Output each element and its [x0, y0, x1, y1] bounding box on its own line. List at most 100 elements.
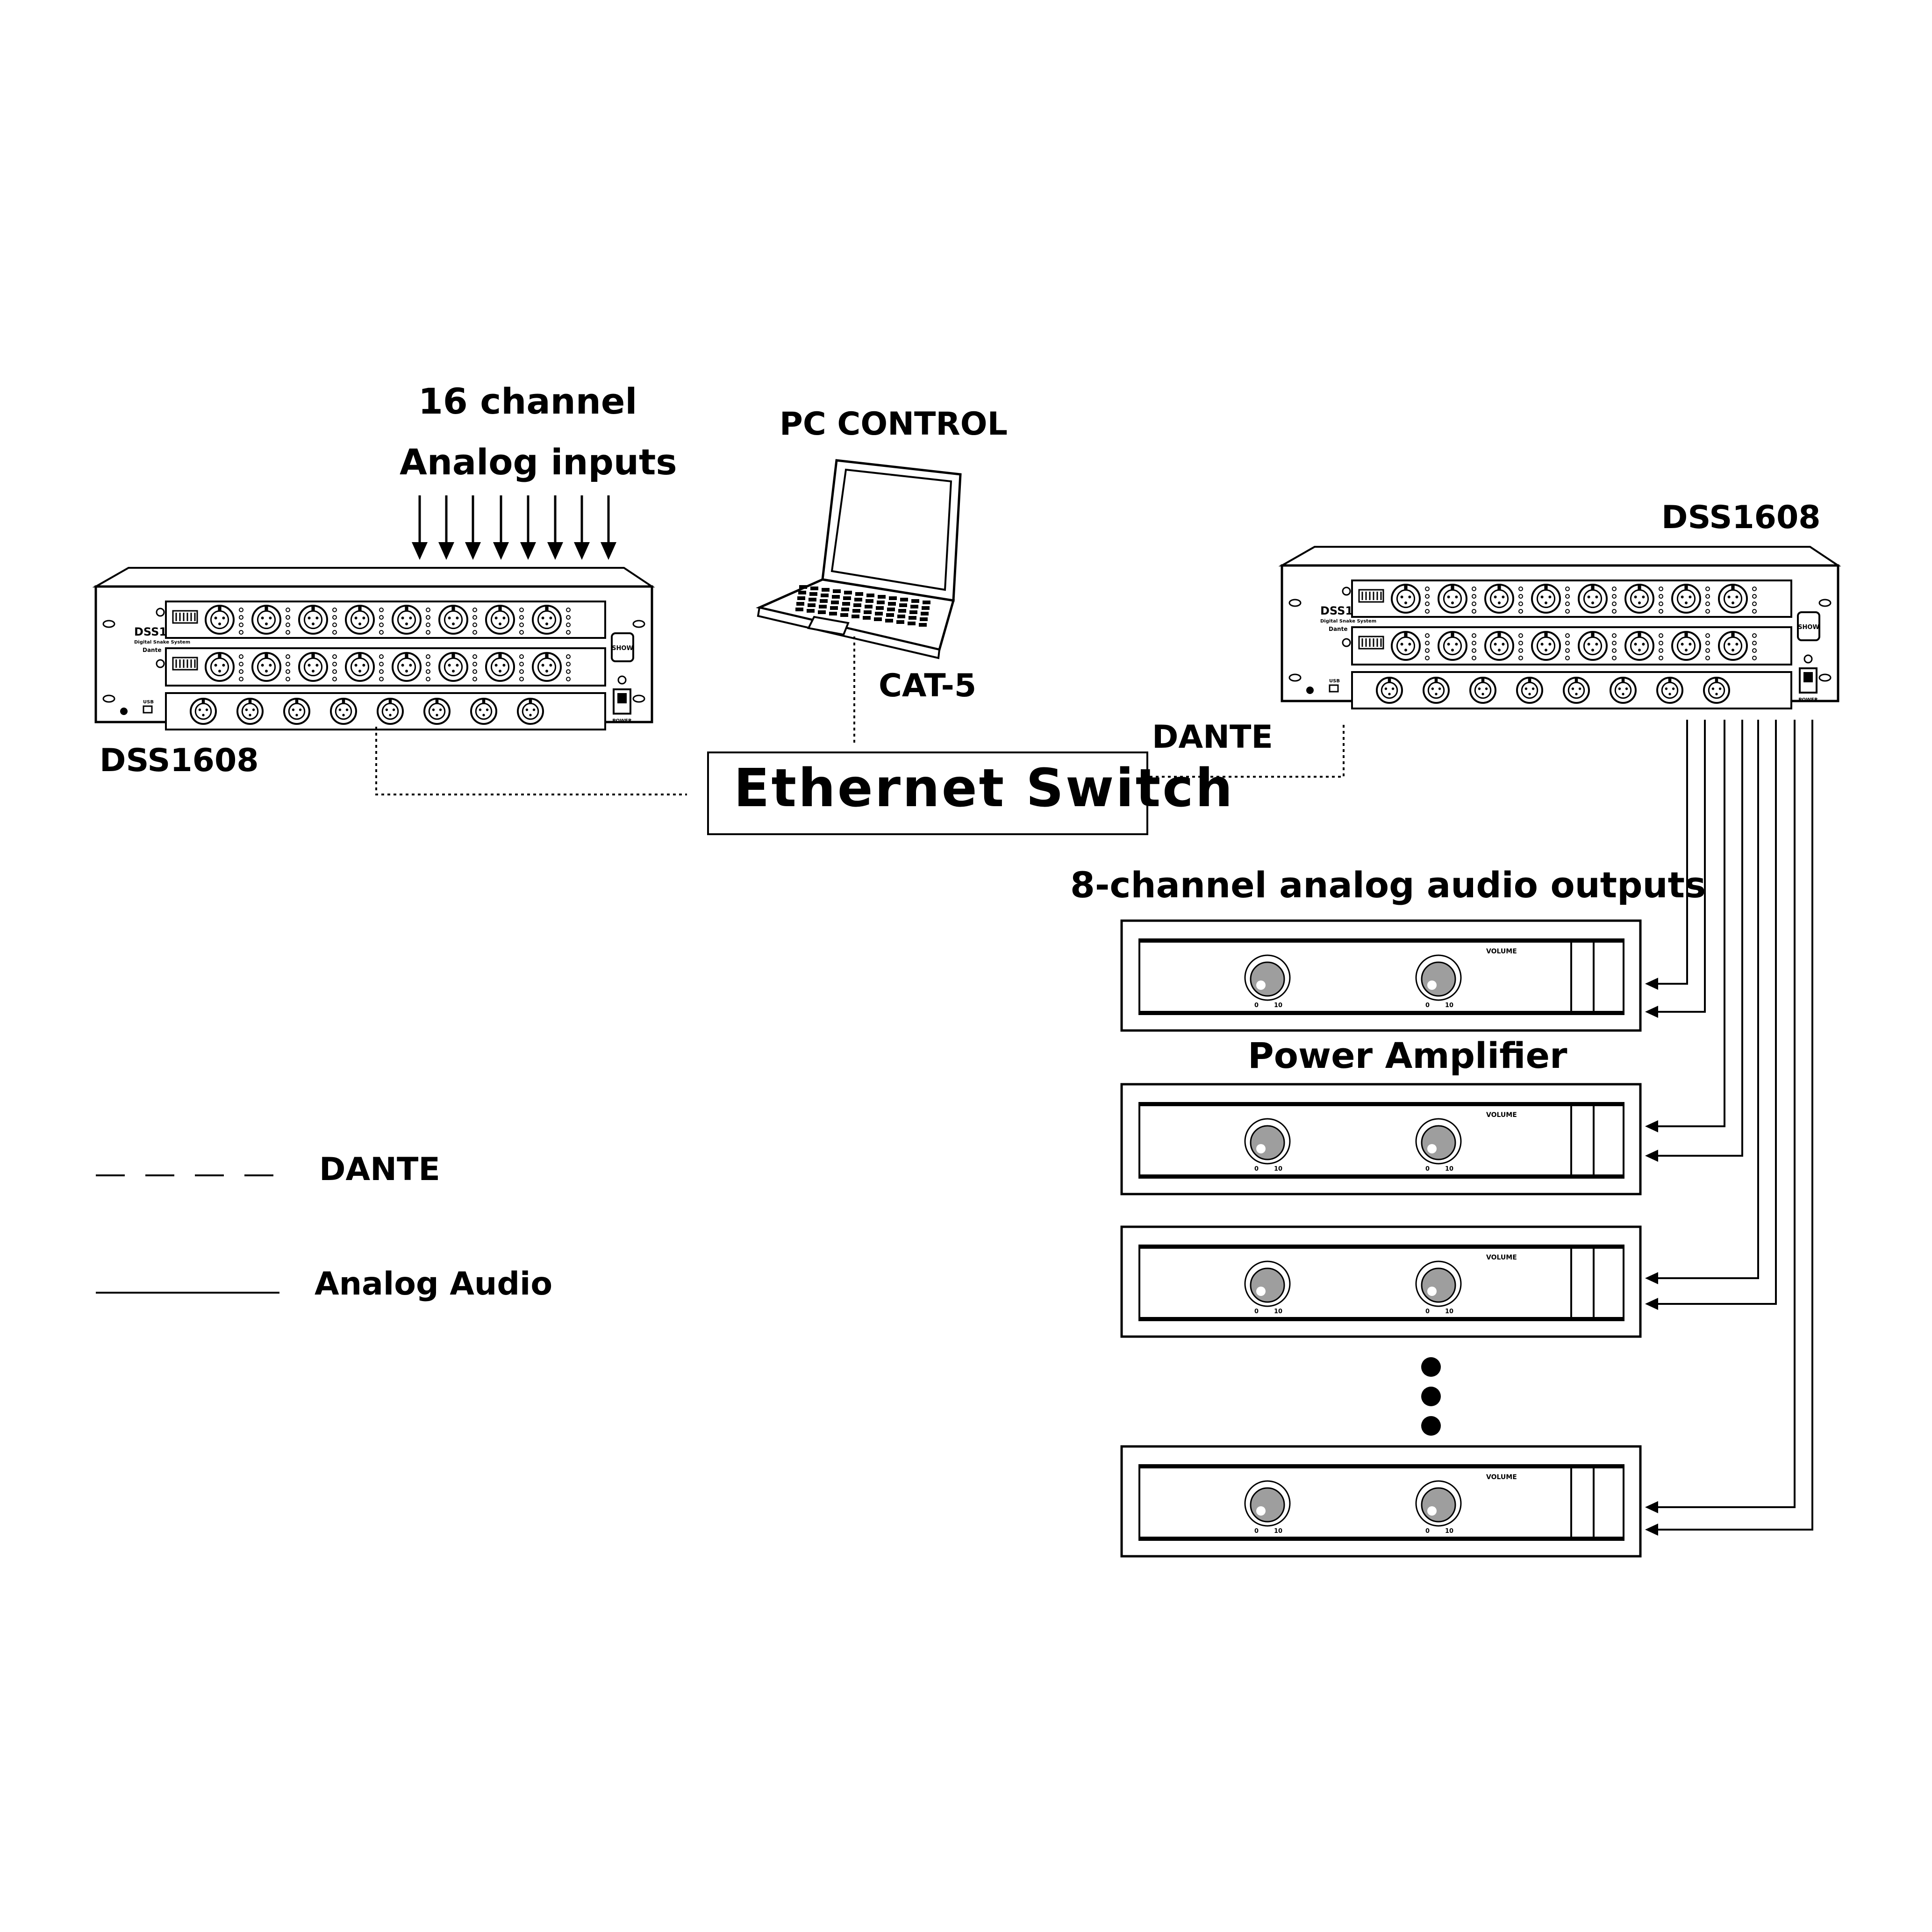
xlr-connector-icon — [1718, 631, 1748, 661]
knob-max-label: 10 — [1274, 1166, 1282, 1173]
xlr-pin — [389, 714, 392, 716]
dip-switch-icon — [1358, 589, 1384, 603]
xlr-connector-icon — [251, 652, 281, 682]
xlr-pin — [362, 664, 365, 667]
xlr-pin — [1404, 601, 1407, 604]
xlr-pin — [1625, 687, 1628, 690]
led-indicator — [1705, 648, 1710, 653]
xlr-pin — [1735, 595, 1739, 599]
xlr-pin — [1622, 693, 1624, 695]
laptop-key — [840, 613, 848, 617]
xlr-pin — [1400, 643, 1403, 646]
xlr-pin — [409, 616, 412, 620]
xlr-latch — [1638, 632, 1641, 637]
laptop-key — [821, 594, 829, 597]
led-indicator — [1565, 648, 1570, 653]
right-device-label: DSS1608 — [1661, 499, 1821, 536]
laptop-icon — [756, 459, 962, 659]
xlr-pin — [198, 708, 201, 711]
xlr-connector-icon — [1624, 631, 1654, 661]
xlr-pin — [549, 664, 552, 667]
xlr-pin — [456, 616, 459, 620]
knob-max-label: 10 — [1445, 1308, 1453, 1315]
xlr-latch — [342, 699, 345, 703]
volume-knob-pointer — [1427, 980, 1437, 990]
xlr-inner-ring — [1521, 681, 1538, 699]
analog-output-wire — [1654, 720, 1813, 1531]
led-indicator — [472, 623, 477, 627]
led-indicator — [1659, 609, 1663, 614]
xlr-pin — [1689, 643, 1692, 646]
led-indicator — [286, 662, 290, 666]
xlr-pin — [494, 616, 498, 620]
led-indicator — [472, 654, 477, 659]
xlr-pin — [1502, 595, 1505, 599]
led-indicator — [519, 669, 524, 674]
led-indicator — [286, 623, 290, 627]
laptop-key — [799, 585, 807, 589]
laptop-key — [797, 596, 805, 600]
xlr-inner-ring — [397, 610, 416, 630]
xlr-pin — [1548, 595, 1552, 599]
screw-icon — [156, 608, 165, 617]
laptop-key — [831, 601, 839, 604]
led-indicator — [239, 608, 243, 612]
xlr-inner-ring — [1443, 636, 1462, 656]
led-indicator — [1518, 648, 1523, 653]
volume-knob-icon — [1250, 1125, 1285, 1160]
xlr-latch — [358, 606, 362, 611]
device-subtitle: Digital Snake System — [1320, 619, 1376, 624]
led-indicator — [426, 608, 430, 612]
led-indicator — [1518, 587, 1523, 591]
xlr-pin — [1591, 601, 1594, 604]
xlr-latch — [265, 606, 268, 611]
xlr-pin — [532, 708, 536, 711]
xlr-pin — [1718, 687, 1722, 690]
led-indicator — [1752, 656, 1757, 660]
laptop-key — [809, 598, 816, 601]
output-xlr-icon — [517, 698, 544, 725]
input-arrow-head — [412, 542, 428, 560]
xlr-latch — [1684, 632, 1688, 637]
led-indicator — [1425, 641, 1430, 645]
led-indicator — [1659, 648, 1663, 653]
xlr-pin — [1408, 595, 1411, 599]
xlr-connector-icon — [298, 652, 328, 682]
xlr-pin — [1595, 643, 1598, 646]
led-indicator — [1565, 594, 1570, 599]
output-xlr-icon — [1610, 677, 1637, 704]
xlr-latch — [451, 606, 455, 611]
xlr-latch — [1451, 632, 1454, 637]
knob-max-label: 10 — [1445, 1166, 1453, 1173]
xlr-pin — [1732, 601, 1734, 604]
rack-mount-hole — [632, 620, 645, 628]
xlr-connector-icon — [1531, 584, 1561, 614]
volume-knob-pointer — [1427, 1506, 1437, 1516]
rack-mount-hole — [1818, 599, 1832, 607]
xlr-inner-ring — [257, 657, 276, 677]
laptop-key — [866, 594, 874, 597]
xlr-pin — [541, 664, 544, 667]
xlr-inner-ring — [1630, 636, 1649, 656]
led-indicator — [379, 615, 384, 620]
output-xlr-icon — [1656, 677, 1683, 704]
led-indicator — [519, 630, 524, 635]
xlr-latch — [529, 699, 532, 703]
xlr-pin — [439, 708, 442, 711]
knob-min-label: 0 — [1425, 1528, 1430, 1535]
volume-label: VOLUME — [1486, 1254, 1517, 1261]
led-indicator — [1659, 633, 1663, 638]
amplifier-panel — [1138, 938, 1624, 1015]
xlr-latch — [311, 653, 315, 658]
xlr-connector-icon — [532, 605, 562, 635]
xlr-inner-ring — [1427, 681, 1445, 699]
xlr-latch — [1731, 632, 1735, 637]
xlr-inner-ring — [475, 702, 493, 720]
led-indicator — [379, 669, 384, 674]
xlr-connector-icon — [438, 652, 468, 682]
xlr-latch — [1731, 585, 1735, 590]
xlr-pin — [1498, 601, 1501, 604]
volume-knob-icon — [1421, 1267, 1456, 1303]
xlr-pin — [1642, 595, 1645, 599]
